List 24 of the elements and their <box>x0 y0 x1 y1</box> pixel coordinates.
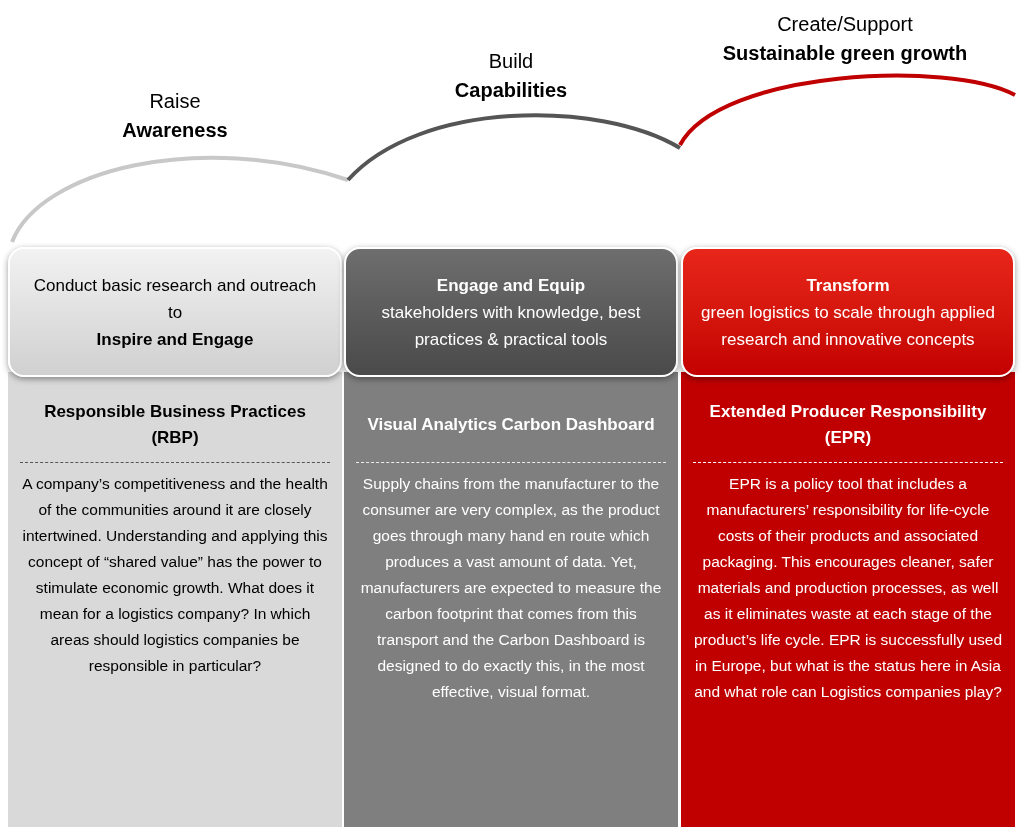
description-panel <box>681 372 1015 827</box>
panel-body: EPR is a policy tool that includes a manufacturers’ responsibility for life-cycle costs of their products and associated packaging. This encourages cleaner, safer materials and production processes, as well as it eliminates waste at each stage of the product’s life cycle. EPR is successfully used in Europe, but what is the status here in Asia and what role can Logistics companies play? <box>693 474 1003 702</box>
stage-box <box>681 247 1015 377</box>
panel-heading: Extended Producer Responsibility (EPR) <box>708 401 988 449</box>
panel-heading: Responsible Business Practices (RBP) <box>43 401 307 449</box>
stage-box <box>344 247 678 377</box>
stage-text: green logistics to scale through applied research and innovative concepts <box>700 301 996 351</box>
panel-body: A company’s competitiveness and the health of the communities around it are closely intertwined. Understanding and applying this concept of “shared value” has the power to stimulate economic growth. What does it mean for a logistics company? In which areas should logistics companies be responsible in particular? <box>21 474 329 676</box>
stage-title: Awareness <box>122 118 228 143</box>
stage-text: Conduct basic research and outreach to <box>32 274 318 324</box>
panel-heading: Visual Analytics Carbon Dashboard <box>367 414 655 436</box>
stage-title: Capabilities <box>454 78 568 103</box>
stage-caption: Build <box>488 49 534 74</box>
panel-body: Supply chains from the manufacturer to the consumer are very complex, as the product goes through many hand en route which produces a vast amount of data. Yet, manufacturers are expected to measure the carbon footprint that comes from this transport and the Carbon Dashboard is designed to do exactly this, in the most effective, visual format. <box>359 474 663 702</box>
stage-heading: Engage and Equip <box>436 274 586 297</box>
stage-caption: Create/Support <box>777 12 913 37</box>
stage-box <box>8 247 342 377</box>
description-panel <box>344 372 678 827</box>
stage-heading: Transform <box>806 274 890 297</box>
stage-caption: Raise <box>149 89 201 114</box>
stage-heading: Inspire and Engage <box>96 328 254 351</box>
stage-title: Sustainable green growth <box>722 41 968 66</box>
description-panel <box>8 372 342 827</box>
stage-text: stakeholders with knowledge, best practices & practical tools <box>380 301 642 351</box>
